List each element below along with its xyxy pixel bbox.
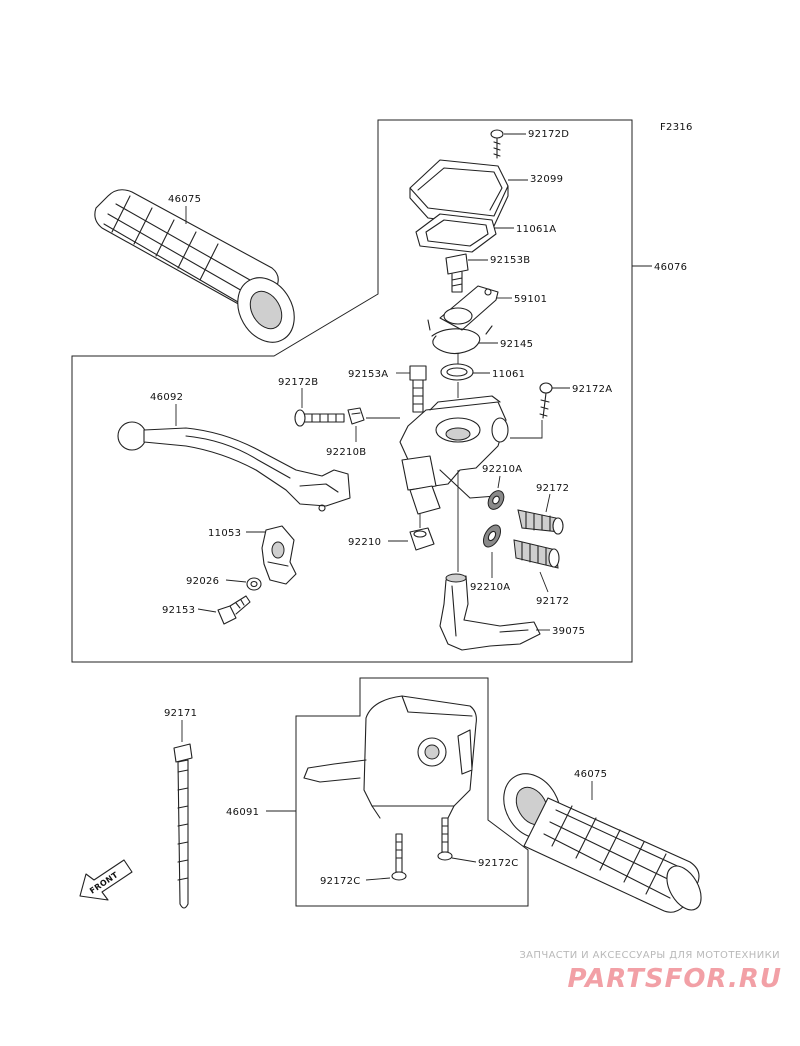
screw-92172A xyxy=(539,382,553,419)
gasket-11061A xyxy=(415,213,497,253)
label-46076: 46076 xyxy=(654,262,687,273)
leader-92026 xyxy=(225,579,247,583)
label-92210: 92210 xyxy=(348,537,381,548)
label-11061: 11061 xyxy=(492,369,525,380)
label-92172C-right: 92172C xyxy=(478,858,519,869)
label-92153: 92153 xyxy=(162,605,195,616)
leader-92172A-2 xyxy=(510,420,543,439)
label-39075: 39075 xyxy=(552,626,585,637)
grip-46075-bottom xyxy=(503,773,702,913)
label-92145: 92145 xyxy=(500,339,533,350)
label-92153A: 92153A xyxy=(348,369,388,380)
screw-92172C-left xyxy=(391,833,407,881)
reservoir-cap-32099 xyxy=(409,159,509,227)
watermark-caption: ЗАПЧАСТИ И АКСЕССУАРЫ ДЛЯ МОТОТЕХНИКИ xyxy=(519,950,780,961)
watermark-logo: PARTSFOR.RU xyxy=(567,964,782,994)
label-92172B: 92172B xyxy=(278,377,318,388)
label-92210A-upper: 92210A xyxy=(482,464,522,475)
assembly-frame-46076 xyxy=(71,119,633,663)
label-92210A-lower: 92210A xyxy=(470,582,510,593)
front-arrow: FRONT xyxy=(79,859,133,901)
tie-strap-92171 xyxy=(173,743,193,909)
grip-46075-top xyxy=(94,189,295,343)
label-92210B: 92210B xyxy=(326,447,366,458)
label-32099: 32099 xyxy=(530,174,563,185)
washer-92210A-upper xyxy=(487,490,505,510)
leader-92153 xyxy=(197,608,217,613)
nut-92210B xyxy=(347,407,365,425)
label-11053: 11053 xyxy=(208,528,241,539)
label-92172D: 92172D xyxy=(528,129,569,140)
bolt-92172B xyxy=(294,409,345,427)
master-cylinder-body xyxy=(399,395,509,515)
leader-92172-upper xyxy=(545,493,551,513)
label-46092: 46092 xyxy=(150,392,183,403)
arm-39075 xyxy=(439,573,541,651)
screw-92172C-right xyxy=(437,817,453,861)
figure-code: F2316 xyxy=(660,122,693,133)
label-92172A: 92172A xyxy=(572,384,612,395)
washer-92210A-lower xyxy=(482,524,502,548)
leader-92172-lower xyxy=(539,571,549,593)
label-46091: 46091 xyxy=(226,807,259,818)
bracket-11053 xyxy=(261,525,297,585)
lever-46092 xyxy=(117,421,351,512)
label-92026: 92026 xyxy=(186,576,219,587)
label-92172-lower: 92172 xyxy=(536,596,569,607)
switch-housing-46091 xyxy=(303,695,477,819)
oring-11061 xyxy=(440,363,474,381)
assembly-frame-46091 xyxy=(295,677,529,907)
label-92153B: 92153B xyxy=(490,255,530,266)
spacer-92026 xyxy=(246,577,262,591)
label-92172C-left: 92172C xyxy=(320,876,361,887)
label-46075-top: 46075 xyxy=(168,194,201,205)
label-92172-upper: 92172 xyxy=(536,483,569,494)
bolt-92172-upper xyxy=(517,509,564,535)
leader-92172C-left xyxy=(365,877,391,881)
plate-59101 xyxy=(439,285,499,331)
screw-92172D xyxy=(490,129,504,159)
bolt-92153 xyxy=(217,595,251,625)
label-11061A: 11061A xyxy=(516,224,556,235)
bolt-92172-lower xyxy=(513,539,560,569)
nut-92210 xyxy=(409,527,435,551)
label-46075-bottom: 46075 xyxy=(574,769,607,780)
bolt-92153A xyxy=(409,365,427,413)
bolt-92153B xyxy=(445,253,469,293)
label-59101: 59101 xyxy=(514,294,547,305)
leader-92210A-upper xyxy=(497,475,501,489)
leader-92172C-right xyxy=(451,857,477,863)
label-92171: 92171 xyxy=(164,708,197,719)
spring-92145 xyxy=(427,319,493,355)
